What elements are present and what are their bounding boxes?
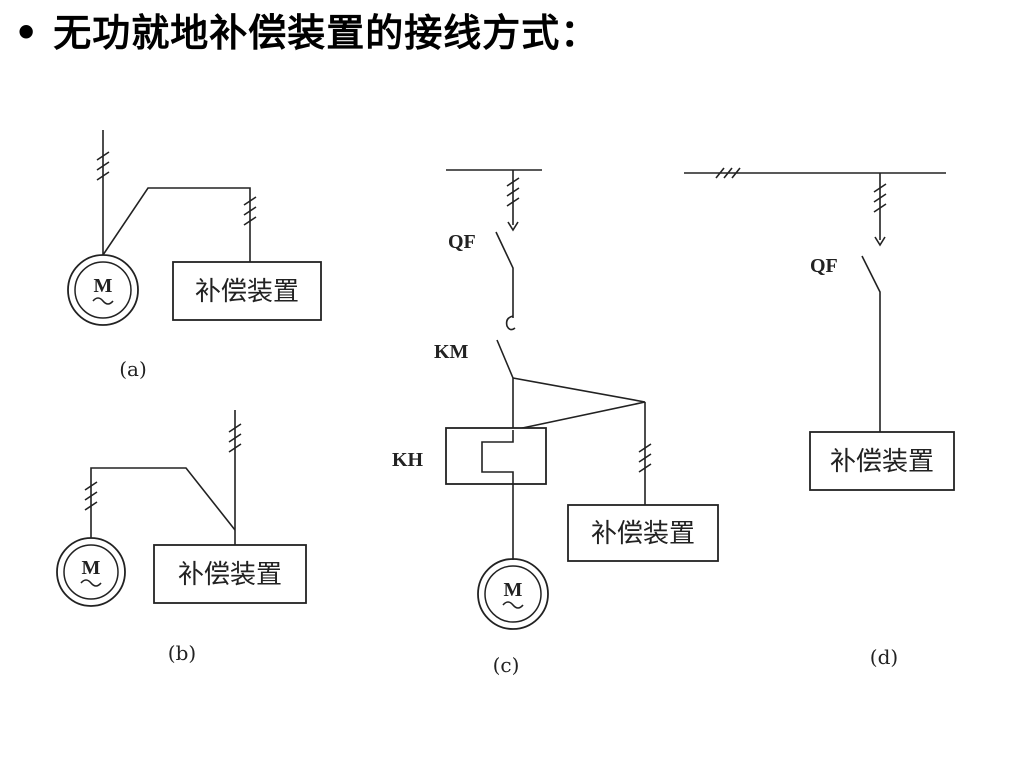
diagram-d-box-label: 补偿装置 xyxy=(830,447,934,477)
diagram-a-branch-wire xyxy=(102,187,251,262)
diagram-b-caption: (b) xyxy=(168,641,196,665)
diagram-b-motor-label: M xyxy=(82,557,101,579)
bullet-point: • xyxy=(14,10,40,55)
diagram-b-box-label: 补偿装置 xyxy=(178,560,282,590)
diagram-d-busbar-ticks xyxy=(715,167,741,179)
diagram-d-compensation-box xyxy=(809,431,955,491)
diagram-c-motor-label: M xyxy=(504,579,523,601)
diagram-d-feeder-ticks xyxy=(873,183,887,213)
diagram-c-motor-icon: M xyxy=(477,558,549,630)
diagram-d-caption: (d) xyxy=(870,645,898,669)
diagram-a-motor-label: M xyxy=(94,275,113,297)
diagram-c: QF KM KH M 补偿装置 (c) xyxy=(392,169,719,677)
diagram-b-supply-ticks xyxy=(228,423,242,453)
diagram-c-qf-switch xyxy=(495,231,514,318)
diagram-a-caption: (a) xyxy=(119,357,147,381)
diagram-c-feeder-ticks xyxy=(506,177,520,207)
diagram-a-motor-wave xyxy=(92,297,114,305)
diagram-c-motor-wave xyxy=(502,601,524,609)
diagram-b-motor-ticks xyxy=(84,481,98,511)
diagram-c-km-label: KM xyxy=(434,341,469,363)
diagram-c-compensation-box xyxy=(567,504,719,562)
diagram-b: M 补偿装置 (b) xyxy=(56,410,307,665)
diagram-d-qf-switch xyxy=(861,255,881,432)
diagram-a-phase-ticks xyxy=(96,151,110,181)
diagram-c-fuse-icon xyxy=(505,315,516,331)
diagram-d: QF 补偿装置 (d) xyxy=(684,167,955,669)
diagram-b-motor-icon: M xyxy=(56,537,126,607)
diagram-c-kh-label: KH xyxy=(392,449,424,471)
diagram-d-feeder-arrow xyxy=(874,236,886,247)
diagram-a-branch-ticks xyxy=(243,196,257,226)
diagram-c-km-contact xyxy=(496,339,514,430)
diagram-d-qf-label: QF xyxy=(810,255,838,277)
diagram-a-box-label: 补偿装置 xyxy=(195,277,299,307)
diagram-b-motor-wire xyxy=(90,467,236,538)
diagram-a-motor-icon: M xyxy=(67,254,139,326)
slide-title-text: 无功就地补偿装置的接线方式： xyxy=(53,10,600,55)
diagram-c-branch-ticks xyxy=(638,443,652,473)
diagram-c-kh-element xyxy=(481,430,514,560)
diagram-c-branch-wire xyxy=(512,377,646,505)
diagram-c-caption: (c) xyxy=(493,653,520,677)
diagram-b-compensation-box xyxy=(153,544,307,604)
slide-title: • 无功就地补偿装置的接线方式： xyxy=(14,12,599,54)
diagram-c-qf-label: QF xyxy=(448,231,476,253)
diagram-c-feeder-arrow xyxy=(507,221,519,232)
diagram-a-compensation-box xyxy=(172,261,322,321)
diagram-c-box-label: 补偿装置 xyxy=(591,519,695,549)
diagram-b-motor-wave xyxy=(80,579,102,587)
diagram-a: M 补偿装置 (a) xyxy=(67,130,322,381)
diagram-c-kh-relay xyxy=(445,427,547,485)
